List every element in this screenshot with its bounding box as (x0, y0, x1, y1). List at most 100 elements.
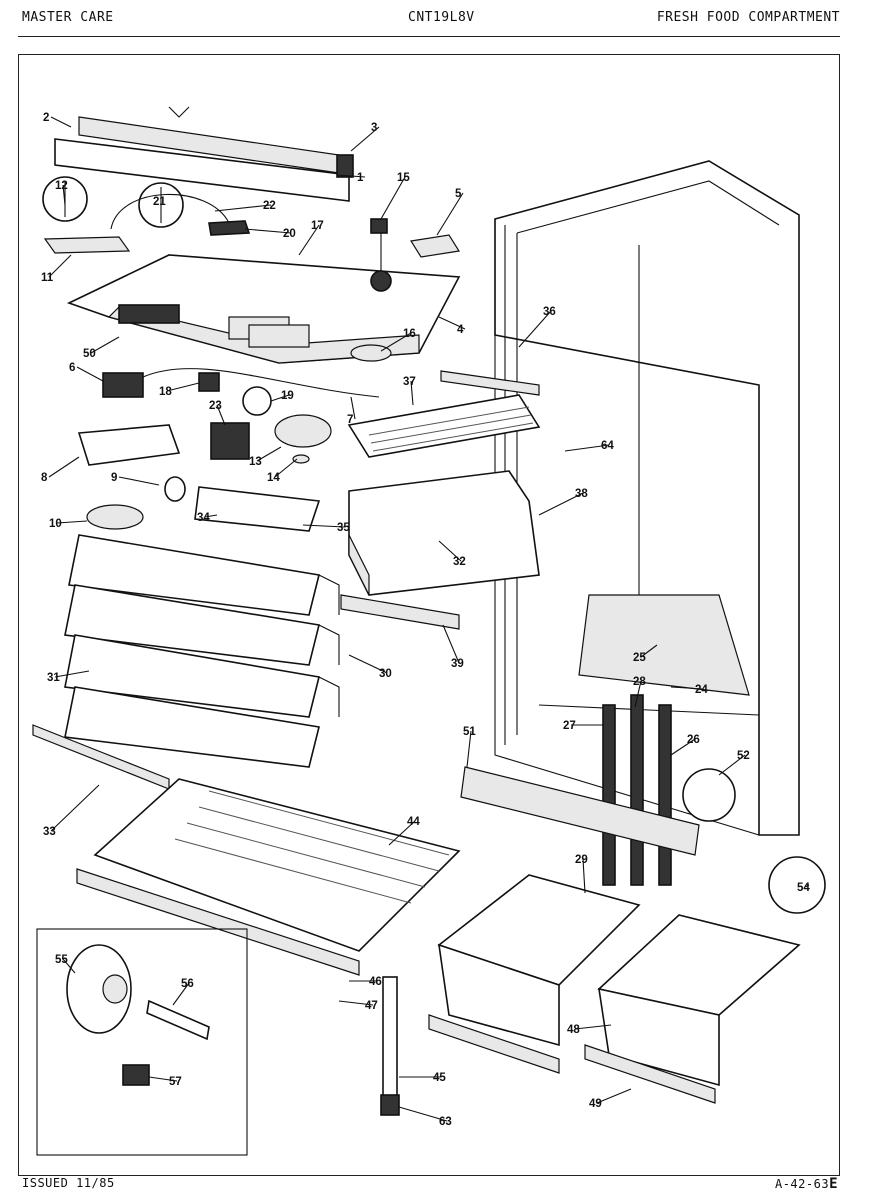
callout-44: 44 (407, 816, 420, 828)
callout-leader-6 (76, 366, 104, 382)
callout-16: 16 (403, 328, 416, 340)
callout-51: 51 (463, 726, 476, 738)
callout-leader-11 (48, 254, 72, 278)
callout-47: 47 (365, 1000, 378, 1012)
callout-28: 28 (633, 676, 646, 688)
callout-leader-35 (302, 524, 346, 528)
part-shelf-ladders (460, 694, 700, 886)
callout-leader-32 (438, 540, 462, 562)
callout-36: 36 (543, 306, 556, 318)
part-39 (340, 594, 460, 630)
callout-21: 21 (153, 196, 166, 208)
callout-leader-54 (804, 884, 810, 888)
callout-7: 7 (347, 414, 353, 426)
part-crisper-drawers (428, 874, 801, 1104)
callout-38: 38 (575, 488, 588, 500)
callout-29: 29 (575, 854, 588, 866)
callout-leader-37 (410, 380, 414, 406)
callout-leader-12 (62, 184, 66, 206)
callout-25: 25 (633, 652, 646, 664)
callout-leader-49 (596, 1088, 632, 1104)
callout-54: 54 (797, 882, 810, 894)
callout-8: 8 (41, 472, 48, 484)
callout-30: 30 (379, 668, 392, 680)
callout-56: 56 (181, 978, 194, 990)
callout-63: 63 (439, 1116, 452, 1128)
callout-33: 33 (43, 826, 56, 838)
callout-leader-23 (216, 404, 226, 426)
callout-55: 55 (55, 954, 68, 966)
part-54-inset (768, 856, 826, 914)
callout-leader-50 (90, 336, 120, 354)
footer-page-number: A-42-63 (774, 1177, 830, 1191)
callout-23: 23 (209, 400, 222, 412)
callout-leader-17 (298, 224, 320, 256)
callout-leader-25 (640, 644, 658, 658)
callout-leader-56 (172, 982, 190, 1006)
callout-35: 35 (337, 522, 350, 534)
callout-24: 24 (695, 684, 708, 696)
callout-32: 32 (453, 556, 466, 568)
part-glass-shelf (76, 778, 461, 976)
callout-leader-36 (518, 310, 552, 348)
callout-26: 26 (687, 734, 700, 746)
callout-leader-29 (582, 858, 586, 894)
callout-leader-13 (256, 446, 282, 462)
callout-leader-20 (244, 228, 292, 234)
callout-leader-10 (56, 520, 88, 524)
callout-22: 22 (263, 200, 276, 212)
callout-leader-24 (670, 686, 704, 690)
callout-64: 64 (601, 440, 614, 452)
callout-5: 5 (455, 188, 462, 200)
callout-13: 13 (249, 456, 262, 468)
callout-leader-1 (336, 174, 366, 178)
callout-leader-2 (50, 116, 72, 128)
callout-leader-39 (442, 624, 460, 664)
callout-leader-30 (348, 654, 388, 674)
callout-leader-4 (438, 316, 466, 330)
header-section-title: FRESH FOOD COMPARTMENT (656, 10, 840, 25)
callout-leader-5 (436, 192, 464, 236)
part-52-inset (682, 768, 736, 822)
callout-17: 17 (311, 220, 324, 232)
callout-48: 48 (567, 1024, 580, 1036)
part-roller-kit-inset (36, 928, 248, 1156)
callout-11: 11 (41, 272, 54, 284)
callout-37: 37 (403, 376, 416, 388)
callout-1: 1 (357, 172, 364, 184)
callout-leader-64 (564, 444, 610, 452)
header-rule (18, 36, 840, 37)
callout-leader-47 (338, 1000, 374, 1006)
callout-leader-26 (670, 738, 696, 756)
callout-12: 12 (55, 180, 68, 192)
callout-15: 15 (397, 172, 410, 184)
callout-18: 18 (159, 386, 172, 398)
callout-leader-15 (380, 176, 406, 220)
part-leveling-leg (380, 976, 400, 1116)
callout-20: 20 (283, 228, 296, 240)
callout-57: 57 (169, 1076, 182, 1088)
callout-6: 6 (69, 362, 75, 374)
callout-49: 49 (589, 1098, 602, 1110)
callout-leader-52 (718, 754, 746, 776)
callout-leader-51 (466, 730, 472, 768)
callout-leader-38 (538, 492, 584, 516)
callout-9: 9 (111, 472, 117, 484)
callout-leader-33 (50, 784, 100, 832)
callout-leader-8 (48, 456, 80, 478)
callout-leader-28 (634, 680, 642, 708)
part-meat-keeper (347, 370, 541, 596)
callout-46: 46 (369, 976, 382, 988)
callout-2: 2 (43, 112, 49, 124)
callout-14: 14 (267, 472, 280, 484)
callout-leader-48 (574, 1024, 612, 1030)
part-cord-and-clips (42, 176, 251, 254)
callout-4: 4 (457, 324, 464, 336)
footer-issue-date: ISSUED 11/85 (22, 1176, 115, 1190)
callout-leader-55 (62, 958, 76, 974)
callout-leader-44 (388, 820, 416, 846)
callout-leader-9 (118, 476, 160, 486)
callout-39: 39 (451, 658, 464, 670)
callout-leader-31 (54, 670, 90, 678)
